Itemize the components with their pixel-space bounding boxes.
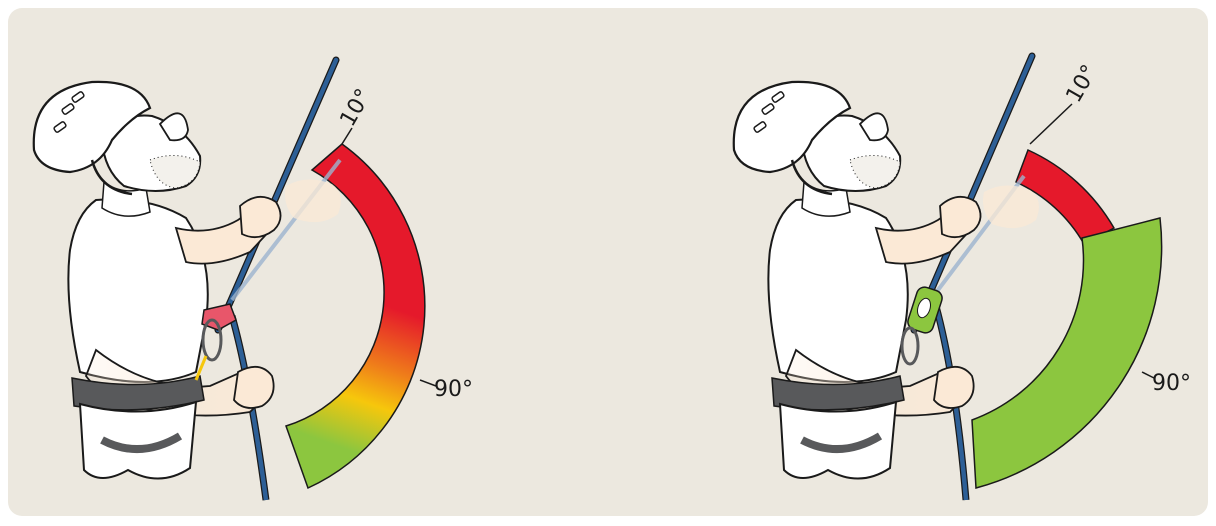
beard (149, 155, 201, 189)
nose (158, 112, 189, 142)
helmet-strap (790, 159, 833, 196)
angle-label-90: 90° (1152, 371, 1191, 396)
rope-upper-core (215, 57, 339, 333)
tick-10 (341, 127, 353, 145)
belay-device-green-icon (900, 286, 943, 366)
helmet-strap (90, 159, 133, 196)
torso (767, 198, 909, 383)
rope-upper-core (911, 53, 1035, 333)
left-figure: 10° 90° (32, 56, 473, 501)
helmet-icon (32, 80, 152, 174)
legs (778, 400, 898, 480)
angle-label-90: 90° (434, 377, 473, 402)
hand-top (239, 196, 282, 239)
belay-angle-diagram: 10° 90° (8, 8, 1208, 516)
tick-10 (1029, 103, 1073, 145)
tick-90 (419, 379, 437, 387)
torso (67, 198, 209, 383)
leg-loop (800, 432, 883, 453)
ghost-hand (285, 179, 341, 223)
belay-device-red-icon (194, 303, 237, 381)
illustration-panel: 10° 90° (8, 8, 1208, 516)
beard (849, 155, 901, 189)
ghost-hand (983, 185, 1039, 229)
helmet-icon (732, 80, 852, 174)
angle-gauge: 10° 90° (971, 61, 1191, 489)
hand-lower (933, 366, 975, 409)
hand-top (939, 196, 982, 239)
hand-lower (233, 366, 275, 409)
nose (858, 112, 889, 142)
gauge-arc-green (971, 217, 1163, 489)
right-figure: 10° 90° (732, 52, 1191, 501)
gauge-arc-gradient (285, 143, 426, 490)
leg-loop (100, 432, 183, 453)
legs (78, 400, 198, 480)
tick-90 (1141, 371, 1155, 379)
